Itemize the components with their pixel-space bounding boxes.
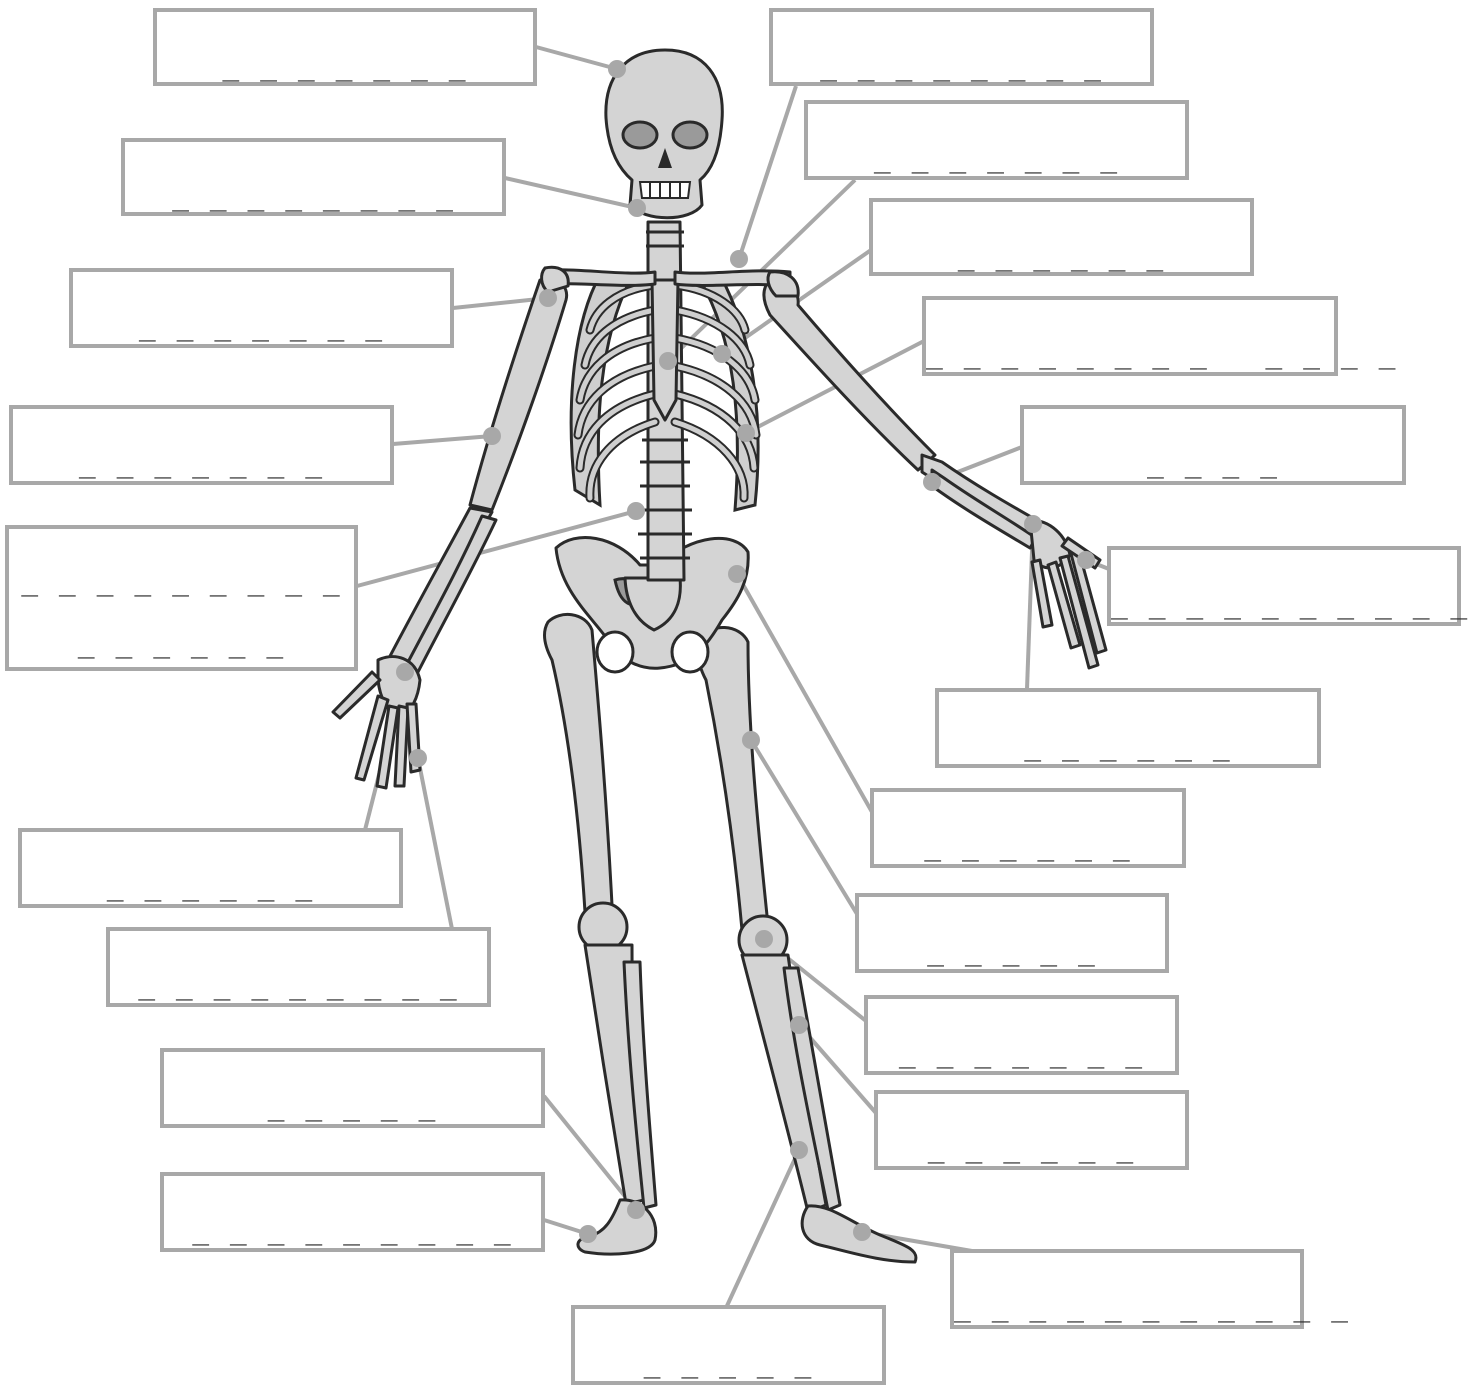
answer-blank: _ _ _ _ _ _ _ — [73, 312, 450, 340]
label-box-fingers[interactable]: _ _ _ _ _ _ _ _ _ — [106, 927, 491, 1007]
answer-blank: _ _ _ _ — [1024, 449, 1402, 477]
answer-blank: _ _ _ _ _ — [164, 1092, 541, 1120]
answer-blank: _ _ _ _ _ _ — [874, 832, 1182, 860]
answer-blank: _ _ _ _ _ _ _ _ _ _ _ — [954, 1293, 1300, 1321]
label-box-shoulder[interactable]: _ _ _ _ _ _ _ — [69, 268, 454, 348]
leader-line — [505, 178, 637, 208]
label-box-pelvis[interactable]: _ _ _ _ _ _ — [870, 788, 1186, 868]
label-box-foot[interactable]: _ _ _ _ _ _ _ _ _ _ _ — [950, 1249, 1304, 1329]
label-box-collarbone[interactable]: _ _ _ _ _ _ _ _ — [769, 8, 1154, 86]
answer-blank: _ _ _ _ _ _ _ _ _ — [9, 567, 354, 595]
leader-line — [739, 86, 796, 259]
leader-line — [536, 47, 617, 69]
label-box-skull[interactable]: _ _ _ _ _ _ _ — [153, 8, 537, 86]
answer-blank: _ _ _ _ _ _ _ _ _ — [164, 1216, 541, 1244]
label-box-thigh[interactable]: _ _ _ _ _ — [855, 893, 1169, 973]
answer-blank: _ _ _ _ _ _ _ _ _ _ _ _ — [926, 340, 1334, 368]
leader-line — [751, 740, 857, 914]
label-box-shin[interactable]: _ _ _ _ _ _ — [874, 1090, 1189, 1170]
label-box-knee[interactable]: _ _ _ _ _ _ _ — [864, 995, 1179, 1075]
answer-blank: _ _ _ _ _ _ _ _ — [773, 52, 1150, 80]
label-box-sternum[interactable]: _ _ _ _ _ _ _ — [804, 100, 1189, 180]
label-box-ribcage[interactable]: _ _ _ _ _ _ _ _ _ _ _ _ — [922, 296, 1338, 376]
label-box-spine[interactable]: _ _ _ _ _ _ _ _ _ _ _ _ _ _ _ — [5, 525, 358, 671]
label-box-wrist[interactable]: _ _ _ _ _ _ — [18, 828, 403, 908]
answer-blank: _ _ _ _ _ _ _ — [13, 449, 390, 477]
leader-line — [418, 758, 452, 929]
answer-blank: _ _ _ _ _ _ _ _ _ _ _ — [1111, 590, 1457, 618]
label-box-forearm-lower[interactable]: _ _ _ _ _ _ — [935, 688, 1321, 768]
label-box-upper-arm[interactable]: _ _ _ _ _ _ _ — [9, 405, 394, 485]
answer-blank: _ _ _ _ _ _ _ — [157, 52, 533, 80]
answer-blank: _ _ _ _ _ _ _ — [808, 144, 1185, 172]
leader-line — [726, 1150, 799, 1308]
answer-blank: _ _ _ _ _ _ — [22, 872, 399, 900]
label-box-hand[interactable]: _ _ _ _ _ _ _ _ _ _ _ — [1107, 546, 1461, 626]
leader-line — [737, 574, 872, 812]
answer-blank: _ _ _ _ _ _ _ _ _ — [110, 971, 487, 999]
label-box-toes[interactable]: _ _ _ _ _ _ _ _ _ — [160, 1172, 545, 1252]
label-box-calf[interactable]: _ _ _ _ _ — [571, 1305, 886, 1385]
answer-blank-second-line: _ _ _ _ _ _ — [9, 629, 354, 657]
answer-blank: _ _ _ _ _ _ — [939, 732, 1317, 760]
answer-blank: _ _ _ _ _ _ _ _ — [125, 182, 502, 210]
answer-blank: _ _ _ _ _ — [575, 1349, 882, 1377]
answer-blank: _ _ _ _ _ _ _ — [868, 1039, 1175, 1067]
answer-blank: _ _ _ _ _ _ — [873, 242, 1250, 270]
label-box-forearm[interactable]: _ _ _ _ — [1020, 405, 1406, 485]
label-box-ankle[interactable]: _ _ _ _ _ — [160, 1048, 545, 1128]
answer-blank: _ _ _ _ _ _ — [878, 1134, 1185, 1162]
label-box-ribs[interactable]: _ _ _ _ _ _ — [869, 198, 1254, 276]
leader-line — [393, 436, 492, 444]
answer-blank: _ _ _ _ _ — [859, 937, 1165, 965]
label-box-jaw[interactable]: _ _ _ _ _ _ _ _ — [121, 138, 506, 216]
